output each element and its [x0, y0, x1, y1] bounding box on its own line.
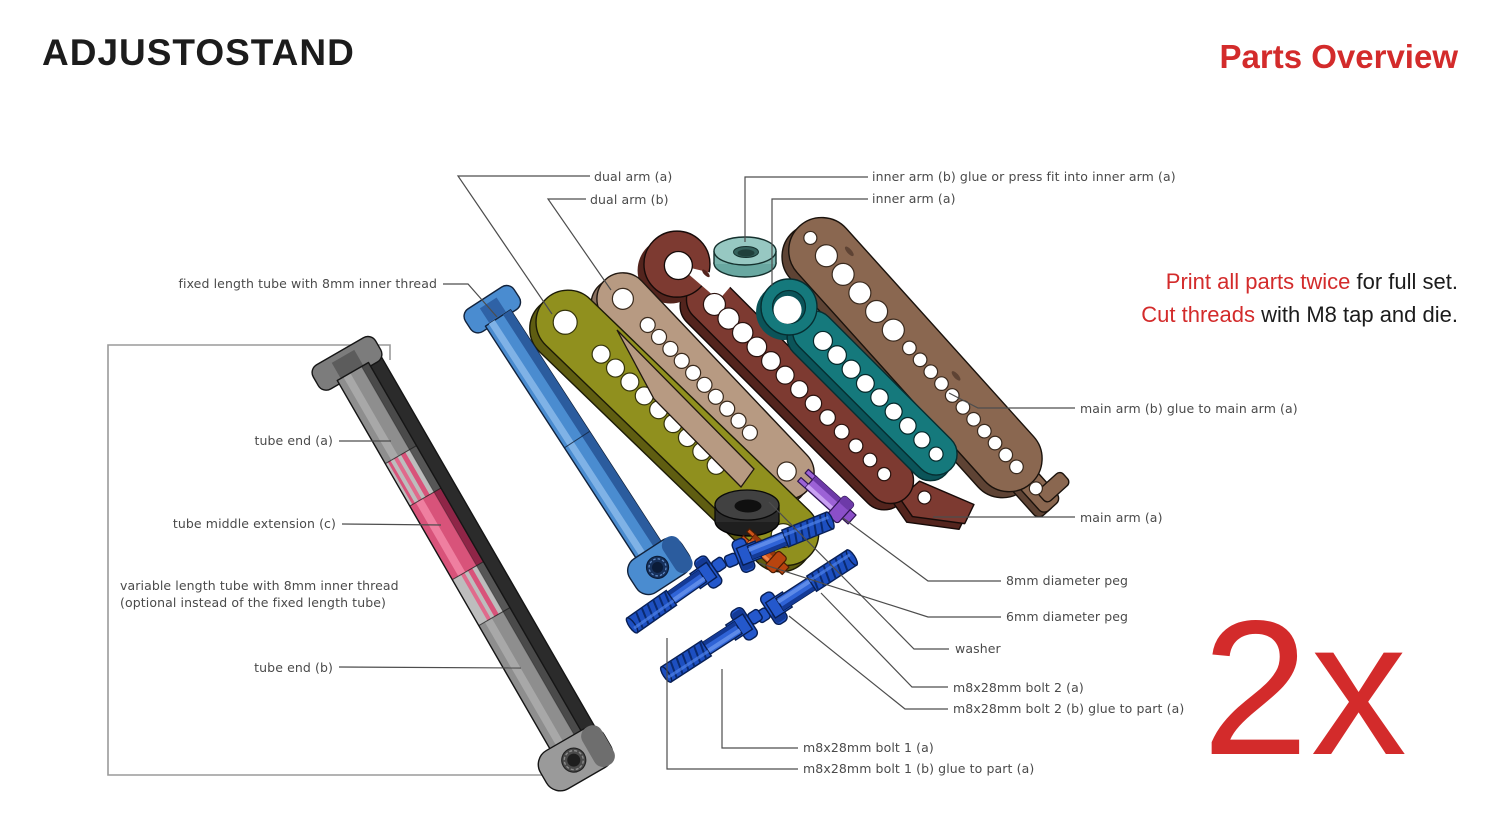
part-dual-arm-b-blade [616, 329, 755, 489]
label-inner-arm-b: inner arm (b) glue or press fit into inn… [872, 169, 1176, 184]
print-instructions: Print all parts twice for full set. Cut … [1141, 265, 1458, 331]
label-main-arm-a: main arm (a) [1080, 510, 1163, 525]
label-inner-arm-a: inner arm (a) [872, 191, 956, 206]
part-inner-arm-a [756, 278, 958, 482]
page-subtitle: Parts Overview [1219, 38, 1458, 75]
part-washer [714, 489, 780, 537]
part-variable-tube [311, 335, 615, 792]
inset-box-border [107, 344, 583, 776]
leader-lines [338, 175, 1075, 770]
label-washer: washer [955, 641, 1001, 656]
part-peg-8mm [797, 468, 857, 525]
label-peg-6mm: 6mm diameter peg [1006, 609, 1129, 624]
part-bolt-1a [653, 598, 771, 692]
label-dual-arm-b: dual arm (b) [590, 192, 669, 207]
page-title: ADJUSTOSTAND [42, 32, 355, 73]
part-main-arm-a [637, 230, 975, 530]
print-note-line: Print all parts twice for full set. [1141, 265, 1458, 298]
label-bolt1-a: m8x28mm bolt 1 (a) [803, 740, 934, 755]
label-fixed-tube: fixed length tube with 8mm inner thread [178, 276, 437, 291]
label-tube-end-a: tube end (a) [254, 433, 333, 448]
quantity-note: 2x [1202, 580, 1409, 795]
part-main-arm-b [781, 216, 1070, 518]
label-tube-end-b: tube end (b) [254, 660, 333, 675]
label-tube-mid-c: tube middle extension (c) [172, 516, 336, 531]
label-main-arm-b: main arm (b) glue to main arm (a) [1080, 401, 1298, 416]
print-note-rest: for full set. [1350, 269, 1458, 294]
label-bolt2-a: m8x28mm bolt 2 (a) [953, 680, 1084, 695]
label-variable-tube-line1: variable length tube with 8mm inner thre… [120, 578, 399, 593]
print-note-red: Print all parts twice [1165, 269, 1351, 294]
cut-note-red: Cut threads [1141, 302, 1255, 327]
label-peg-8mm: 8mm diameter peg [1006, 573, 1129, 588]
cut-note-line: Cut threads with M8 tap and die. [1141, 298, 1458, 331]
label-variable-tube-line2: (optional instead of the fixed length tu… [120, 595, 387, 610]
label-bolt1-b: m8x28mm bolt 1 (b) glue to part (a) [803, 761, 1035, 776]
label-variable-tube: variable length tube with 8mm inner thre… [120, 577, 399, 611]
cut-note-rest: with M8 tap and die. [1254, 302, 1458, 327]
label-dual-arm-a: dual arm (a) [594, 169, 673, 184]
part-fixed-tube [463, 284, 693, 596]
part-inner-arm-b-washer [713, 236, 777, 278]
label-bolt2-b: m8x28mm bolt 2 (b) glue to part (a) [953, 701, 1185, 716]
